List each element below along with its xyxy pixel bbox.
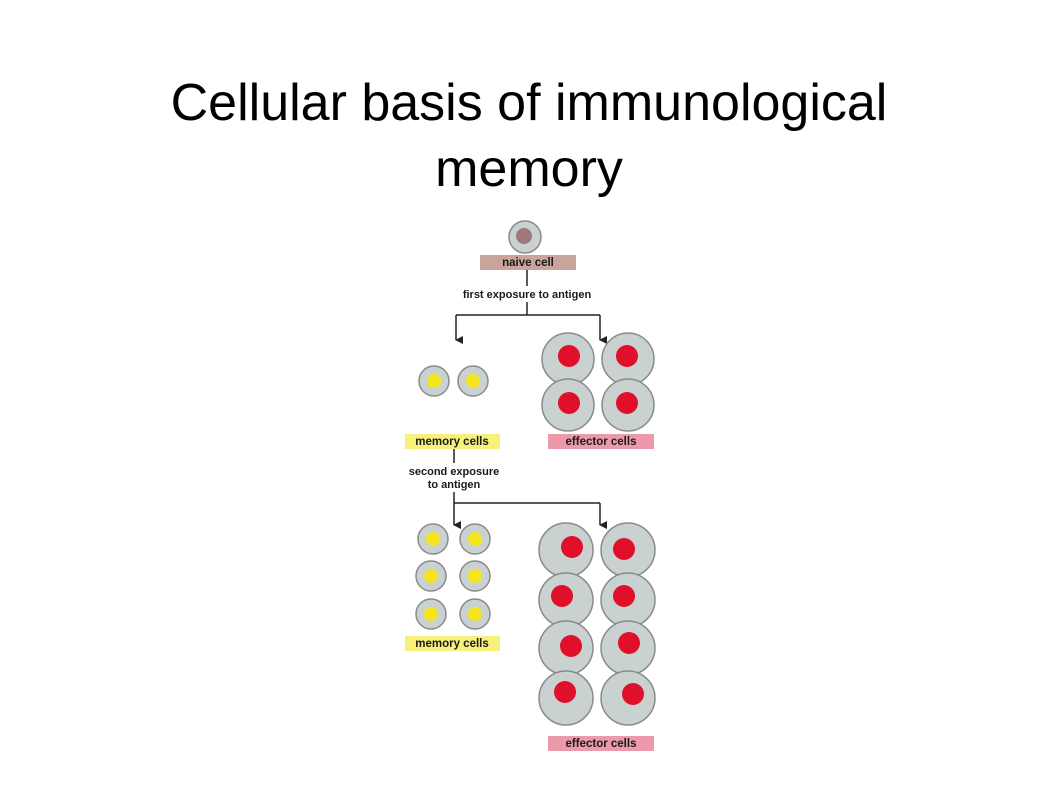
memory-cell xyxy=(418,365,450,397)
effector-cell xyxy=(538,572,594,628)
slide-title: Cellular basis of immunological memory xyxy=(0,70,1058,202)
second-exposure-text: to antigen xyxy=(428,479,481,491)
effector-cell xyxy=(538,670,594,726)
effector-cell xyxy=(541,332,595,386)
effector-cell xyxy=(538,620,594,676)
effector-cell xyxy=(600,620,656,676)
first-exposure-text: first exposure to antigen xyxy=(463,289,592,301)
memory-cell xyxy=(415,598,447,630)
memory-cells-label-bg xyxy=(405,636,500,651)
effector-cell xyxy=(538,522,594,578)
memory-cell xyxy=(457,365,489,397)
effector-cells-label-bg xyxy=(548,736,654,751)
memory-cell xyxy=(417,523,449,555)
effector-cell xyxy=(601,378,655,432)
effector-cell xyxy=(541,378,595,432)
slide-title-line-2: memory xyxy=(435,140,623,198)
effector-cells-label-bg xyxy=(548,434,654,449)
memory-cell xyxy=(459,598,491,630)
memory-cells-label: memory cells xyxy=(415,436,489,448)
memory-cells-label-bg xyxy=(405,434,500,449)
memory-cells-label: memory cells xyxy=(415,638,489,650)
effector-cells-label: effector cells xyxy=(566,436,637,448)
effector-cell xyxy=(601,332,655,386)
naive-cell xyxy=(508,220,542,254)
effector-cells-label: effector cells xyxy=(566,738,637,750)
memory-cell xyxy=(415,560,447,592)
effector-cell xyxy=(600,670,656,726)
naive-cell-label-bg xyxy=(480,255,576,270)
second-exposure-text: second exposure xyxy=(409,466,499,478)
effector-cell xyxy=(600,572,656,628)
effector-cell xyxy=(600,522,656,578)
naive-cell-label: naive cell xyxy=(502,257,554,269)
memory-cell xyxy=(459,523,491,555)
slide-title-line-1: Cellular basis of immunological xyxy=(170,74,888,132)
memory-cell xyxy=(459,560,491,592)
